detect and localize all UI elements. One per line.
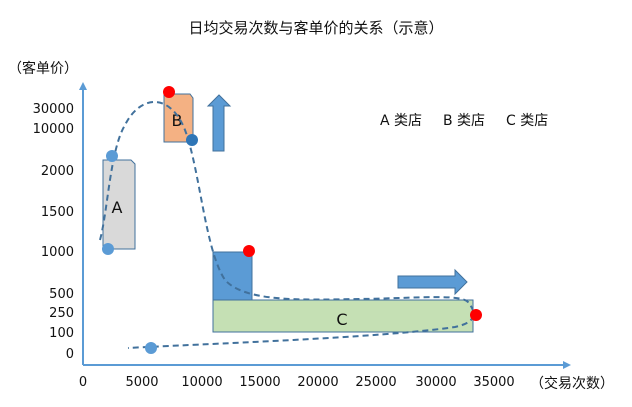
x-tick: 15000 [239, 375, 280, 390]
right-arrow-icon [397, 268, 468, 296]
legend-b: B 类店 [443, 113, 485, 129]
red-dot [163, 86, 175, 98]
x-tick: 0 [79, 375, 87, 390]
x-tick: 25000 [355, 375, 396, 390]
y-axis-arrow-icon [79, 82, 87, 90]
y-tick: 30000 [33, 102, 74, 117]
region-a-label: A [112, 198, 123, 217]
y-tick: 500 [49, 287, 74, 302]
x-axis-arrow-icon [563, 361, 571, 369]
y-axis-label: （客单价） [8, 60, 78, 77]
red-dot [243, 245, 255, 257]
blue-dot [102, 243, 114, 255]
chart-title: 日均交易次数与客单价的关系（示意） [188, 19, 443, 37]
region-c [212, 299, 474, 333]
region-c-label: C [336, 310, 347, 329]
legend-a: A 类店 [380, 113, 422, 129]
y-tick: 1500 [41, 205, 74, 220]
y-tick: 0 [66, 347, 74, 362]
x-tick: 10000 [181, 375, 222, 390]
y-tick: 250 [49, 306, 74, 321]
y-tick: 10000 [33, 122, 74, 137]
trend-curve [99, 101, 475, 349]
up-arrow-icon [206, 94, 232, 152]
blue-dot [106, 150, 118, 162]
red-dot [470, 309, 482, 321]
y-tick: 2000 [41, 164, 74, 179]
legend-c: C 类店 [506, 113, 548, 129]
x-axis-label: （交易次数） [530, 375, 614, 392]
x-tick: 30000 [415, 375, 456, 390]
blue-dot [186, 134, 198, 146]
blue-dot [145, 342, 157, 354]
x-tick: 35000 [473, 375, 514, 390]
y-tick: 1000 [41, 245, 74, 260]
x-tick: 5000 [125, 375, 158, 390]
region-b-label: B [172, 111, 183, 130]
x-tick: 20000 [297, 375, 338, 390]
region-a [102, 159, 136, 250]
y-tick: 100 [49, 326, 74, 341]
